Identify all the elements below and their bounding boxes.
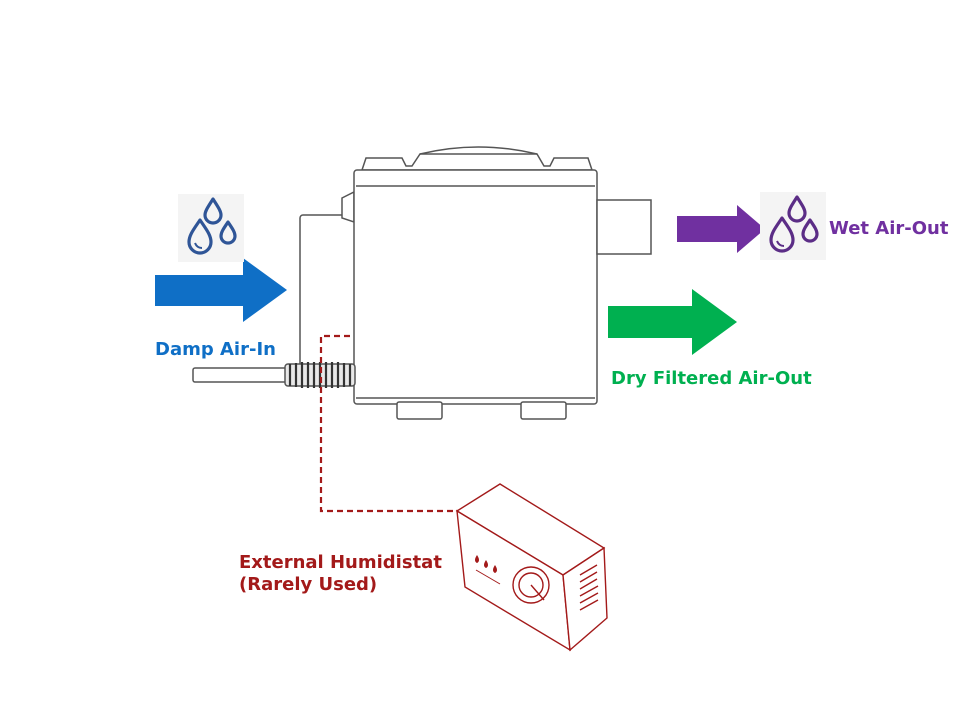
dry-air-out-arrow bbox=[608, 289, 737, 355]
damp-air-in-label: Damp Air-In bbox=[155, 339, 276, 360]
humidistat-wire bbox=[319, 334, 460, 513]
humidistat-label: External Humidistat (Rarely Used) bbox=[239, 552, 479, 595]
dry-air-out-label: Dry Filtered Air-Out bbox=[611, 368, 812, 389]
water-drops-out-icon bbox=[760, 192, 826, 260]
humidistat-label-line1: External Humidistat bbox=[239, 552, 442, 573]
wet-air-out-label: Wet Air-Out bbox=[829, 218, 949, 239]
humidistat-label-line2: (Rarely Used) bbox=[239, 573, 378, 595]
humidistat-drop-icons bbox=[475, 555, 497, 573]
unit-foot-left bbox=[396, 401, 443, 420]
unit-switch bbox=[341, 190, 355, 224]
unit-outlet bbox=[596, 199, 652, 255]
dehumidifier-unit bbox=[192, 146, 652, 420]
wet-air-out-arrow bbox=[677, 205, 765, 253]
drain-pipe bbox=[192, 367, 289, 383]
damp-air-in-arrow bbox=[155, 258, 287, 322]
water-drops-in-icon bbox=[178, 194, 244, 262]
humidistat-side bbox=[562, 546, 608, 652]
unit-body bbox=[353, 169, 598, 405]
unit-foot-right bbox=[520, 401, 567, 420]
drain-hose bbox=[284, 362, 356, 388]
external-humidistat bbox=[455, 483, 608, 652]
unit-left-housing bbox=[299, 214, 356, 373]
unit-lid bbox=[360, 153, 594, 171]
unit-handle bbox=[419, 146, 538, 155]
